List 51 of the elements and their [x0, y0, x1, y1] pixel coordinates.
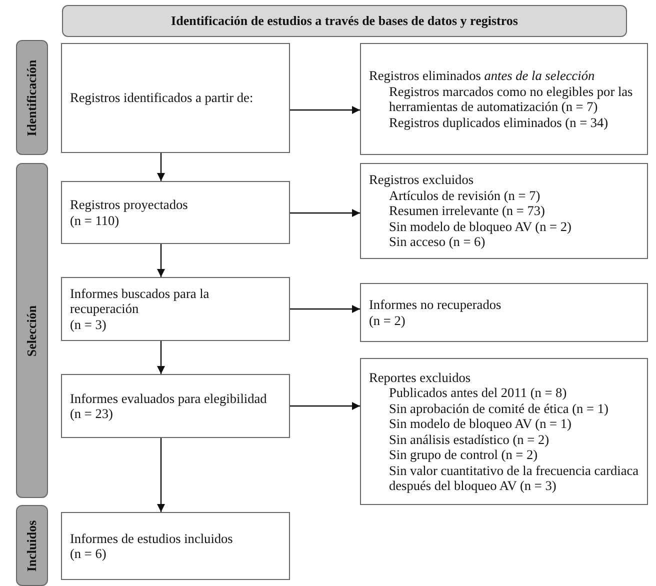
box-text: (n = 3)	[70, 316, 108, 332]
phase-label: Selección	[24, 304, 40, 356]
box-text: Informes no recuperados	[369, 297, 502, 312]
box-text: Registros marcados como no elegibles por las herramientas de automatización (n = 7)	[388, 84, 634, 114]
box-text: Sin modelo de bloqueo AV (n = 2)	[388, 218, 572, 234]
arrow	[157, 438, 165, 512]
header-title: Identificación de estudios a través de bases de datos y registros	[171, 13, 518, 29]
box-text: Sin análisis estadístico (n = 2)	[388, 432, 550, 447]
arrow	[290, 209, 360, 217]
box-text: (n = 23)	[70, 406, 114, 422]
box-text: Sin modelo de bloqueo AV (n = 1)	[388, 416, 572, 432]
box-text: Sin acceso (n = 6)	[388, 234, 486, 250]
process-box	[61, 512, 290, 580]
box-text: Sin grupo de control (n = 2)	[388, 447, 539, 462]
box-text: Registros identificados a partir de:	[70, 90, 254, 106]
box-text: Registros eliminados antes de la selección	[369, 68, 596, 84]
box-text: Informes evaluados para elegibilidad	[70, 390, 268, 406]
box-text: Registros duplicados eliminados (n = 34)	[388, 114, 610, 130]
box-text: Sin aprobación de comité de ética (n = 1)	[388, 400, 610, 416]
arrow	[290, 305, 360, 313]
process-box	[61, 277, 290, 341]
box-text: Resumen irrelevante (n = 73)	[388, 203, 546, 219]
box-text: Reportes excluidos	[369, 370, 472, 385]
arrow	[290, 402, 360, 410]
box-text: Sin valor cuantitativo de la frecuencia cardiaca después del bloqueo AV (n = 3)	[388, 462, 639, 494]
arrow	[157, 341, 165, 374]
box-text: Artículos de revisión (n = 7)	[388, 188, 542, 204]
box-text: Publicados antes del 2011 (n = 8)	[388, 385, 568, 400]
process-box	[360, 43, 648, 155]
phase-band	[16, 163, 48, 498]
process-box	[360, 163, 648, 259]
box-text: Informes de estudios incluidos	[70, 530, 234, 546]
box-text: (n = 110)	[70, 212, 120, 228]
phase-label: Identificación	[24, 59, 40, 136]
arrow	[157, 244, 165, 277]
box-text: Registros proyectados	[70, 197, 189, 212]
box-text: Registros excluidos	[369, 172, 475, 188]
arrow	[290, 106, 360, 114]
process-box	[61, 374, 290, 438]
phase-band	[16, 40, 48, 155]
arrow	[157, 153, 165, 181]
process-box	[360, 358, 648, 505]
box-text: Informes buscados para la recuperación	[70, 286, 210, 317]
box-text: (n = 2)	[369, 312, 406, 328]
process-box	[61, 43, 290, 153]
phase-label: Incluidos	[24, 520, 40, 572]
header-banner	[62, 5, 627, 37]
process-box	[61, 181, 290, 244]
phase-band	[16, 505, 48, 586]
process-box	[360, 283, 648, 342]
box-text: (n = 6)	[70, 546, 108, 562]
